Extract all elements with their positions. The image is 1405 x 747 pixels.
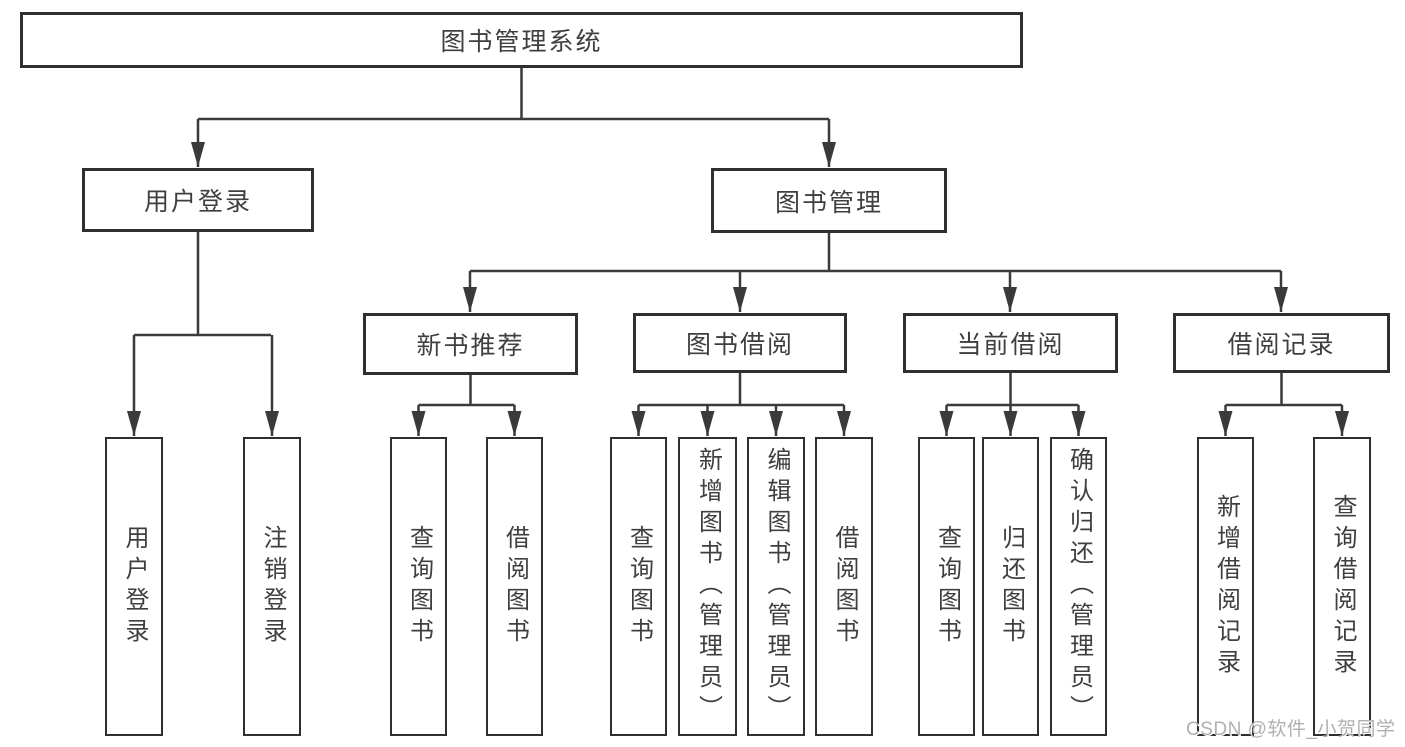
leaf-borrow-books: 借阅图书: [815, 437, 873, 736]
leaf-add-books-admin: 新增图书（管理员）: [678, 437, 737, 736]
node-borrowing-records: 借阅记录: [1173, 313, 1390, 373]
node-new-book-recommendation: 新书推荐: [363, 313, 578, 375]
leaf-query-books-current: 查询图书: [918, 437, 975, 736]
leaf-edit-books-admin: 编辑图书（管理员）: [747, 437, 805, 736]
leaf-label: 借阅图书: [831, 524, 858, 649]
node-user-login: 用户登录: [82, 168, 314, 232]
leaf-label: 借阅图书: [501, 524, 529, 649]
csdn-watermark: CSDN @软件_小贺同学: [1186, 719, 1396, 740]
leaf-confirm-return-admin: 确认归还（管理员）: [1050, 437, 1107, 736]
leaf-label: 新增图书（管理员）: [694, 447, 722, 726]
leaf-label: 查询图书: [625, 524, 653, 649]
leaf-logout: 注销登录: [243, 437, 301, 736]
leaf-add-borrow-record: 新增借阅记录: [1197, 437, 1254, 736]
leaf-query-books-recommend: 查询图书: [390, 437, 447, 736]
leaf-label: 查询图书: [405, 524, 433, 649]
leaf-label: 新增借阅记录: [1212, 493, 1240, 680]
leaf-return-books: 归还图书: [982, 437, 1039, 736]
leaf-label: 用户登录: [121, 524, 148, 649]
leaf-label: 查询图书: [933, 524, 961, 649]
leaf-borrow-books-recommend: 借阅图书: [486, 437, 543, 736]
leaf-query-borrow-record: 查询借阅记录: [1313, 437, 1371, 736]
node-book-borrowing: 图书借阅: [633, 313, 847, 373]
leaf-user-login: 用户登录: [105, 437, 163, 736]
leaf-label: 确认归还（管理员）: [1065, 447, 1093, 726]
leaf-query-books-borrow: 查询图书: [610, 437, 667, 736]
leaf-label: 编辑图书（管理员）: [763, 447, 790, 726]
leaf-label: 注销登录: [259, 524, 286, 649]
leaf-label: 查询借阅记录: [1329, 493, 1356, 680]
node-book-management: 图书管理: [711, 168, 947, 233]
node-current-borrowing: 当前借阅: [903, 313, 1118, 373]
node-root-library-management-system: 图书管理系统: [20, 12, 1023, 68]
leaf-label: 归还图书: [997, 524, 1025, 649]
